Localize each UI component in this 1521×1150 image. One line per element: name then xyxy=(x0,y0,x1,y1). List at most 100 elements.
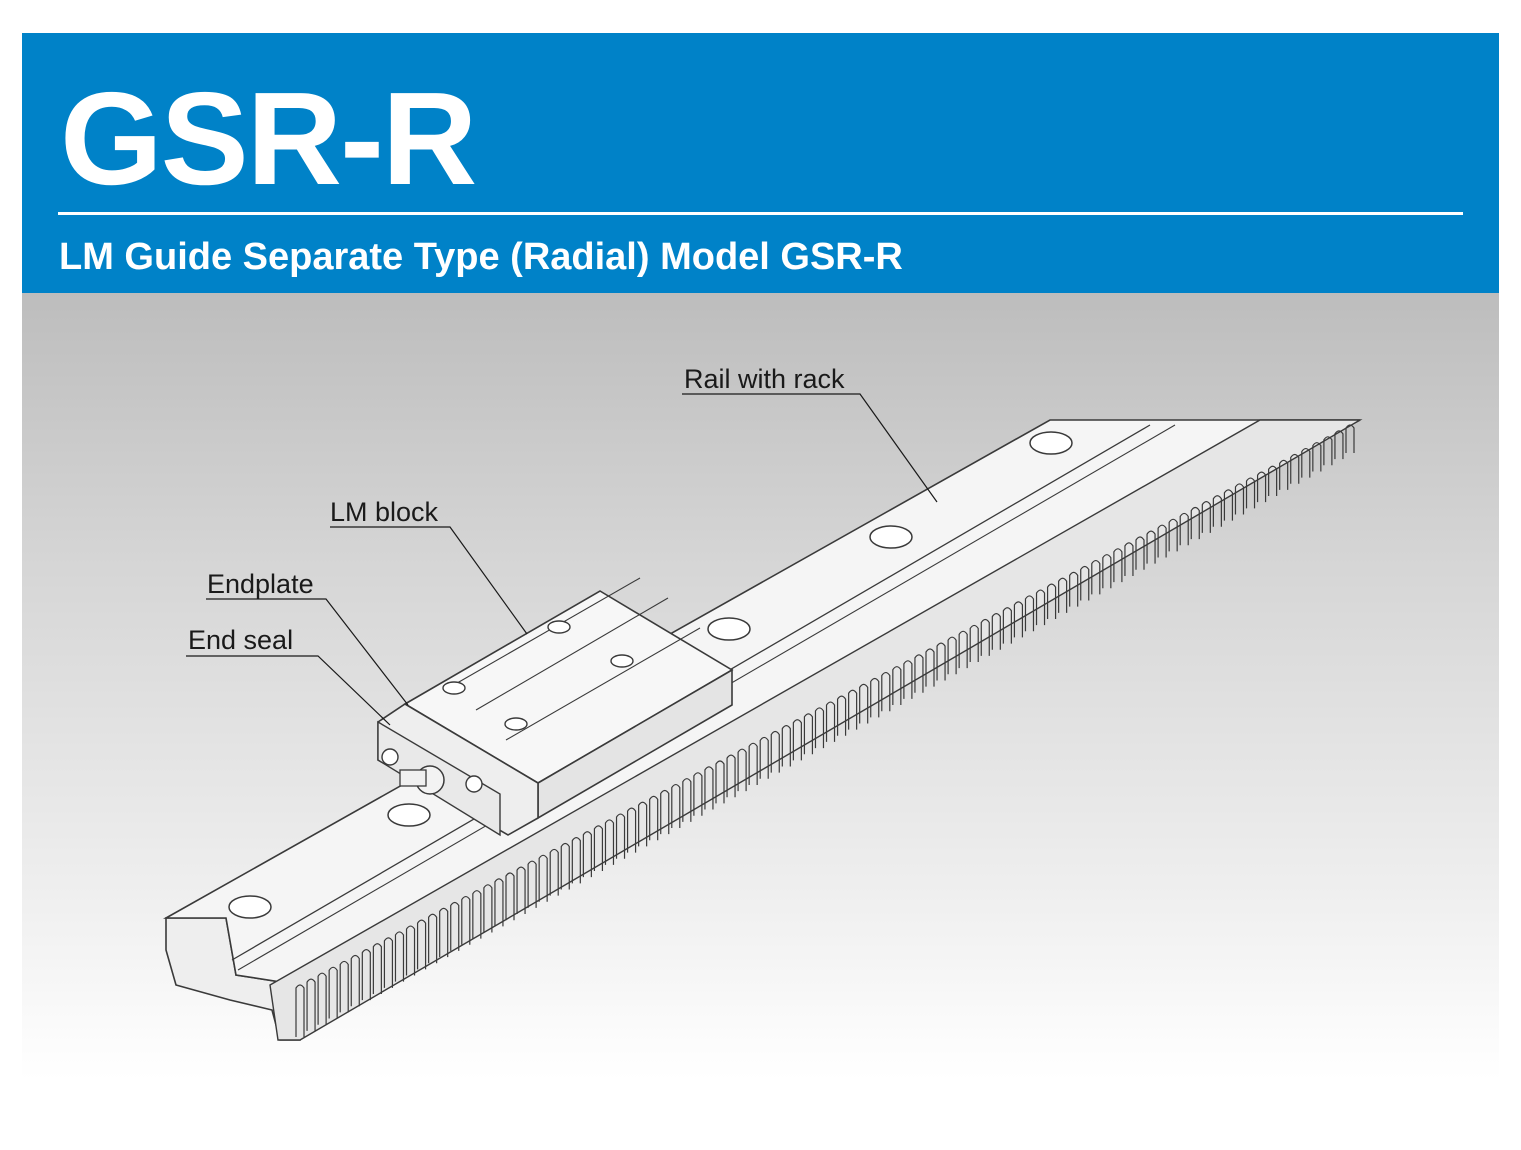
rack-tooth xyxy=(991,613,1001,650)
rack-tooth xyxy=(737,748,747,792)
header-banner: GSR-R LM Guide Separate Type (Radial) Mo… xyxy=(22,33,1499,293)
rail-mounting-hole xyxy=(387,803,431,827)
rack-tooth xyxy=(1024,595,1035,632)
rack-tooth xyxy=(394,931,405,982)
rack-tooth xyxy=(1113,548,1123,583)
rack-tooth xyxy=(339,960,349,1013)
block-groove-line xyxy=(505,627,701,741)
rack-tooth xyxy=(428,913,438,964)
rack-tooth xyxy=(494,878,504,927)
rack-tooth xyxy=(1201,501,1211,533)
rack-tooth xyxy=(980,618,990,656)
rack-tooth xyxy=(936,642,946,681)
block-tapped-hole xyxy=(610,654,634,668)
leader-line-lm-block xyxy=(330,526,528,635)
rack-tooth xyxy=(317,972,327,1025)
seal-screw-icon xyxy=(465,775,483,793)
rack-tooth xyxy=(593,825,604,872)
rack-tooth xyxy=(571,837,581,884)
rack-tooth xyxy=(372,943,382,994)
rail-mounting-hole xyxy=(707,617,751,641)
grease-nipple-body xyxy=(399,769,427,787)
rack-tooth xyxy=(903,660,913,699)
rack-tooth xyxy=(295,984,305,1037)
rack-tooth xyxy=(660,789,670,835)
rack-tooth xyxy=(649,795,659,841)
rack-tooth xyxy=(538,854,548,902)
rack-tooth xyxy=(859,683,869,724)
rack-tooth xyxy=(1080,565,1090,601)
leader-line-rail xyxy=(682,393,938,503)
rack-tooth xyxy=(472,890,482,939)
rack-tooth xyxy=(439,907,449,958)
rack-tooth xyxy=(682,778,692,822)
rack-tooth xyxy=(1323,436,1333,466)
block-groove-line xyxy=(444,577,641,691)
rack-tooth xyxy=(361,949,371,1001)
rack-tooth xyxy=(792,719,802,761)
rack-tooth xyxy=(1069,571,1079,607)
block-tapped-hole xyxy=(547,620,571,634)
rack-tooth xyxy=(770,730,780,773)
rack-tooth xyxy=(1046,583,1057,619)
rack-tooth xyxy=(1223,489,1234,521)
rack-tooth xyxy=(1334,430,1344,460)
rack-tooth xyxy=(604,819,615,865)
rack-tooth xyxy=(726,754,736,798)
rack-tooth xyxy=(582,831,592,878)
rack-tooth xyxy=(947,636,957,675)
rack-tooth xyxy=(1212,495,1222,527)
rack-tooth xyxy=(1168,518,1178,552)
block-groove-line xyxy=(475,597,669,711)
rack-tooth xyxy=(814,707,825,749)
rack-tooth xyxy=(958,630,968,669)
rail-mounting-hole xyxy=(1029,431,1073,455)
callout-end-seal: End seal xyxy=(188,625,294,655)
rack-tooth xyxy=(1190,506,1200,540)
rack-tooth xyxy=(748,742,758,785)
rack-tooth xyxy=(1135,536,1145,570)
callout-lm-block: LM block xyxy=(330,497,439,527)
rack-tooth xyxy=(1035,589,1046,626)
rack-tooth xyxy=(715,760,725,804)
rack-tooth xyxy=(848,689,858,730)
rack-tooth xyxy=(1234,483,1245,515)
rack-tooth xyxy=(1256,471,1267,503)
leader-line-endplate xyxy=(206,598,409,706)
rack-tooth xyxy=(693,772,703,816)
leader-line-end-seal xyxy=(186,655,391,726)
rack-tooth xyxy=(527,860,537,908)
rack-tooth xyxy=(483,884,493,933)
rack-tooth xyxy=(781,725,791,767)
rack-tooth xyxy=(1290,453,1300,484)
rack-tooth xyxy=(405,925,416,976)
rack-tooth xyxy=(505,872,515,921)
page-subtitle: LM Guide Separate Type (Radial) Model GS… xyxy=(59,236,903,278)
rack-tooth xyxy=(1179,512,1189,546)
rack-tooth xyxy=(881,671,891,712)
rack-tooth xyxy=(836,695,847,736)
rack-tooth xyxy=(1245,477,1256,509)
seal-screw-icon xyxy=(381,748,399,766)
block-tapped-hole xyxy=(504,717,528,731)
rack-tooth xyxy=(892,666,902,706)
rack-tooth xyxy=(638,801,648,847)
rack-tooth xyxy=(1013,601,1024,638)
callout-rail-with-rack: Rail with rack xyxy=(684,364,845,394)
rack-tooth xyxy=(450,901,460,951)
rack-tooth xyxy=(1058,577,1068,613)
rack-tooth xyxy=(1279,459,1289,490)
rack-tooth xyxy=(1345,424,1355,453)
rack-tooth xyxy=(1301,447,1311,478)
rack-tooth xyxy=(1312,442,1322,472)
rack-tooth xyxy=(1146,530,1156,564)
rack-tooth xyxy=(969,624,979,663)
rack-tooth xyxy=(461,895,471,945)
rack-tooth xyxy=(306,978,316,1031)
rack-tooth xyxy=(825,701,836,742)
rack-tooth xyxy=(1002,607,1012,644)
rack-tooth xyxy=(914,654,924,693)
rack-tooth xyxy=(1091,559,1101,595)
rail-mounting-hole xyxy=(228,895,272,919)
